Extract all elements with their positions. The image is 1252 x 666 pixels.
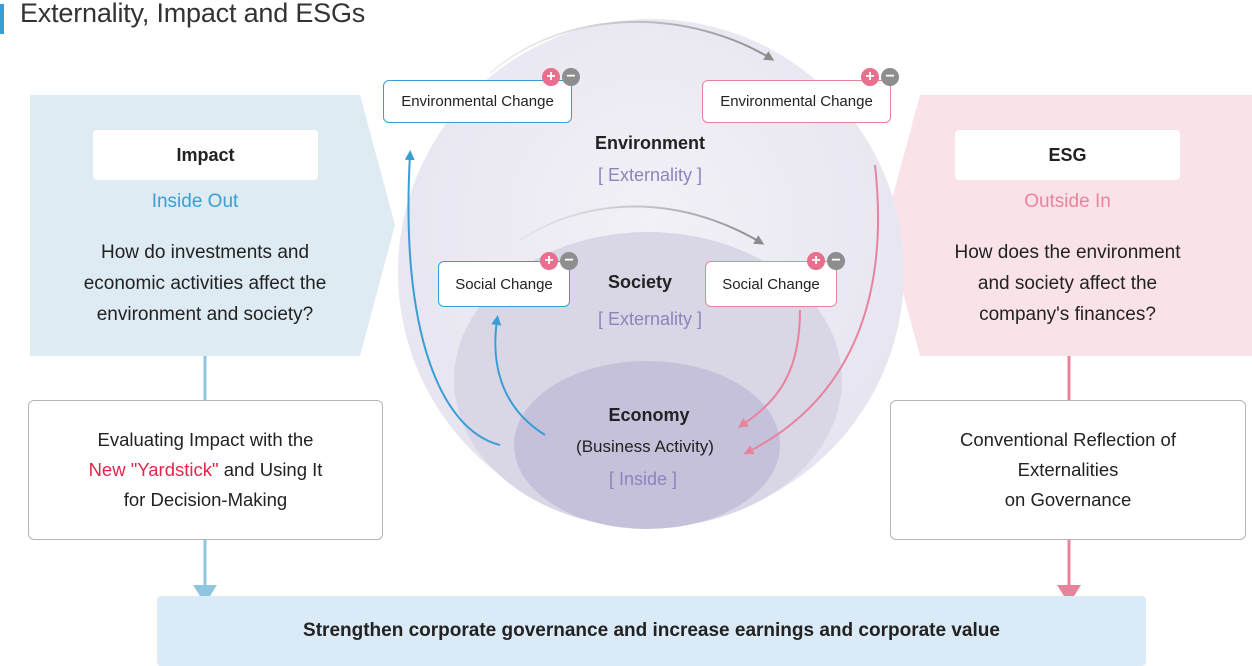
society-heading: Society (607, 272, 673, 292)
evaluate-line-1: Evaluating Impact with the (97, 429, 314, 450)
esg-subtitle: Outside In (1024, 191, 1111, 212)
impact-subtitle: Inside Out (151, 191, 239, 212)
evaluate-line-2-rest: and Using It (218, 459, 323, 480)
environment-externality: [ Externality ] (597, 165, 703, 185)
environmental-change-left: Environmental Change (383, 80, 572, 123)
evaluating-impact-box: Evaluating Impact with the New "Yardstic… (28, 400, 383, 540)
governance-line: Externalities (1017, 459, 1119, 480)
impact-question: How do investments and economic activiti… (30, 237, 380, 330)
conventional-reflection-box: Conventional Reflection of Externalities… (890, 400, 1246, 540)
impact-down-arrow (193, 585, 217, 604)
minus-icon: − (562, 68, 580, 86)
minus-icon: − (827, 252, 845, 270)
plus-icon: + (861, 68, 879, 86)
evaluate-line-3: for Decision-Making (123, 489, 288, 510)
esg-question-line: and society affect the (977, 273, 1158, 294)
esg-down-arrow (1057, 585, 1081, 604)
esg-question-line: company's finances? (979, 304, 1156, 325)
evaluate-line-2: New "Yardstick" and Using It (89, 455, 323, 485)
plus-icon: + (807, 252, 825, 270)
impact-question-line: economic activities affect the (83, 273, 327, 294)
minus-icon: − (560, 252, 578, 270)
new-yardstick-highlight: New "Yardstick" (88, 459, 219, 480)
gray-arrow-environment (489, 21, 775, 74)
pink-arrow-from-social-change (737, 309, 801, 428)
economy-inside: [ Inside ] (608, 469, 678, 489)
title-accent-bar (0, 4, 4, 34)
page-title: Externality, Impact and ESGs (20, 0, 366, 28)
blue-arrow-to-social-change (491, 315, 546, 436)
society-externality: [ Externality ] (597, 309, 703, 329)
gray-arrow-society (519, 205, 765, 245)
blue-arrow-to-environmental-change (404, 150, 501, 446)
governance-line: Conventional Reflection of (960, 429, 1176, 450)
environmental-change-right: Environmental Change (702, 80, 891, 123)
governance-line: on Governance (1004, 489, 1132, 510)
esg-question: How does the environment and society aff… (900, 237, 1235, 330)
bottom-banner: Strengthen corporate governance and incr… (157, 596, 1146, 666)
environment-heading: Environment (594, 133, 705, 153)
impact-question-line: environment and society? (96, 304, 314, 325)
plus-icon: + (542, 68, 560, 86)
economy-heading: Economy (608, 405, 690, 425)
pink-arrow-from-environmental-change (743, 164, 879, 455)
economy-business-activity: (Business Activity) (576, 437, 714, 456)
plus-icon: + (540, 252, 558, 270)
social-change-right: Social Change (705, 261, 837, 307)
esg-question-line: How does the environment (954, 242, 1181, 263)
economy-circle (514, 361, 780, 529)
social-change-left: Social Change (438, 261, 570, 307)
esg-label: ESG (955, 130, 1180, 180)
minus-icon: − (881, 68, 899, 86)
impact-question-line: How do investments and (100, 242, 310, 263)
impact-label: Impact (93, 130, 318, 180)
